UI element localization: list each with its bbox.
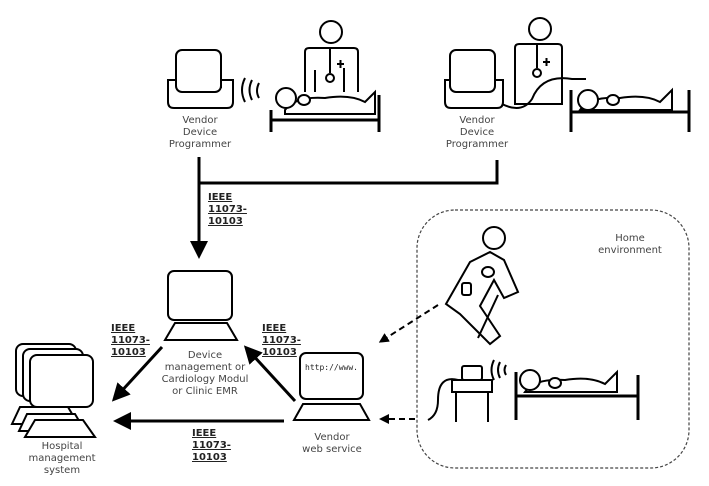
svg-text:IEEE: IEEE bbox=[192, 428, 216, 439]
wireless-signal-icon bbox=[241, 77, 260, 103]
standard-label: IEEE 11073- 10103 bbox=[111, 323, 150, 358]
svg-text:10103: 10103 bbox=[208, 216, 243, 227]
svg-text:11073-: 11073- bbox=[208, 204, 247, 215]
patient-in-bed-icon bbox=[269, 87, 381, 132]
svg-text:11073-: 11073- bbox=[262, 335, 301, 346]
doctor-icon bbox=[514, 17, 563, 105]
svg-text:management or: management or bbox=[165, 362, 246, 373]
svg-text:Hospital: Hospital bbox=[42, 441, 83, 452]
svg-text:IEEE: IEEE bbox=[111, 323, 135, 334]
svg-text:Vendor: Vendor bbox=[314, 432, 350, 443]
svg-text:Home: Home bbox=[615, 233, 645, 244]
svg-text:11073-: 11073- bbox=[192, 440, 231, 451]
bedside-monitor-icon bbox=[427, 359, 507, 422]
programmer-label: Device bbox=[460, 127, 494, 138]
svg-text:IEEE: IEEE bbox=[208, 192, 232, 203]
patient-in-bed-icon bbox=[514, 369, 640, 420]
hospital-management-computers: Hospital management system bbox=[10, 343, 97, 476]
standard-label: IEEE 11073- 10103 bbox=[208, 192, 247, 227]
svg-text:Device: Device bbox=[188, 350, 222, 361]
programmer-label: Vendor bbox=[459, 115, 495, 126]
walking-patient-icon bbox=[444, 226, 520, 346]
patient-in-bed-icon bbox=[501, 77, 691, 132]
doctor-icon bbox=[304, 20, 359, 92]
svg-text:10103: 10103 bbox=[192, 452, 227, 463]
svg-text:system: system bbox=[44, 465, 80, 476]
dashed-arrows bbox=[378, 304, 439, 424]
programmer-label: Vendor bbox=[182, 115, 218, 126]
standard-label: IEEE 11073- 10103 bbox=[192, 428, 231, 463]
svg-text:environment: environment bbox=[598, 245, 662, 256]
svg-text:11073-: 11073- bbox=[111, 335, 150, 346]
programmer-label: Programmer bbox=[446, 139, 509, 150]
svg-text:10103: 10103 bbox=[111, 347, 146, 358]
svg-text:or Clinic EMR: or Clinic EMR bbox=[172, 386, 238, 397]
svg-text:IEEE: IEEE bbox=[262, 323, 286, 334]
svg-text:http://www.: http://www. bbox=[305, 363, 358, 372]
connection-lines bbox=[190, 157, 499, 259]
standard-label: IEEE 11073- 10103 bbox=[262, 323, 301, 358]
device-management-computer: Device management or Cardiology Modul or… bbox=[162, 270, 249, 397]
svg-text:10103: 10103 bbox=[262, 347, 297, 358]
vendor-device-programmer-1: Vendor Device Programmer bbox=[167, 49, 234, 150]
programmer-label: Programmer bbox=[169, 139, 232, 150]
vendor-web-service-computer: http://www. Vendor web service bbox=[292, 352, 371, 455]
data-flow-arrows bbox=[111, 345, 297, 430]
svg-text:web service: web service bbox=[302, 444, 362, 455]
svg-text:management: management bbox=[29, 453, 96, 464]
programmer-label: Device bbox=[183, 127, 217, 138]
home-environment: Home environment bbox=[416, 209, 690, 469]
vendor-device-programmer-2: Vendor Device Programmer bbox=[444, 49, 509, 150]
svg-text:Cardiology Modul: Cardiology Modul bbox=[162, 374, 249, 385]
